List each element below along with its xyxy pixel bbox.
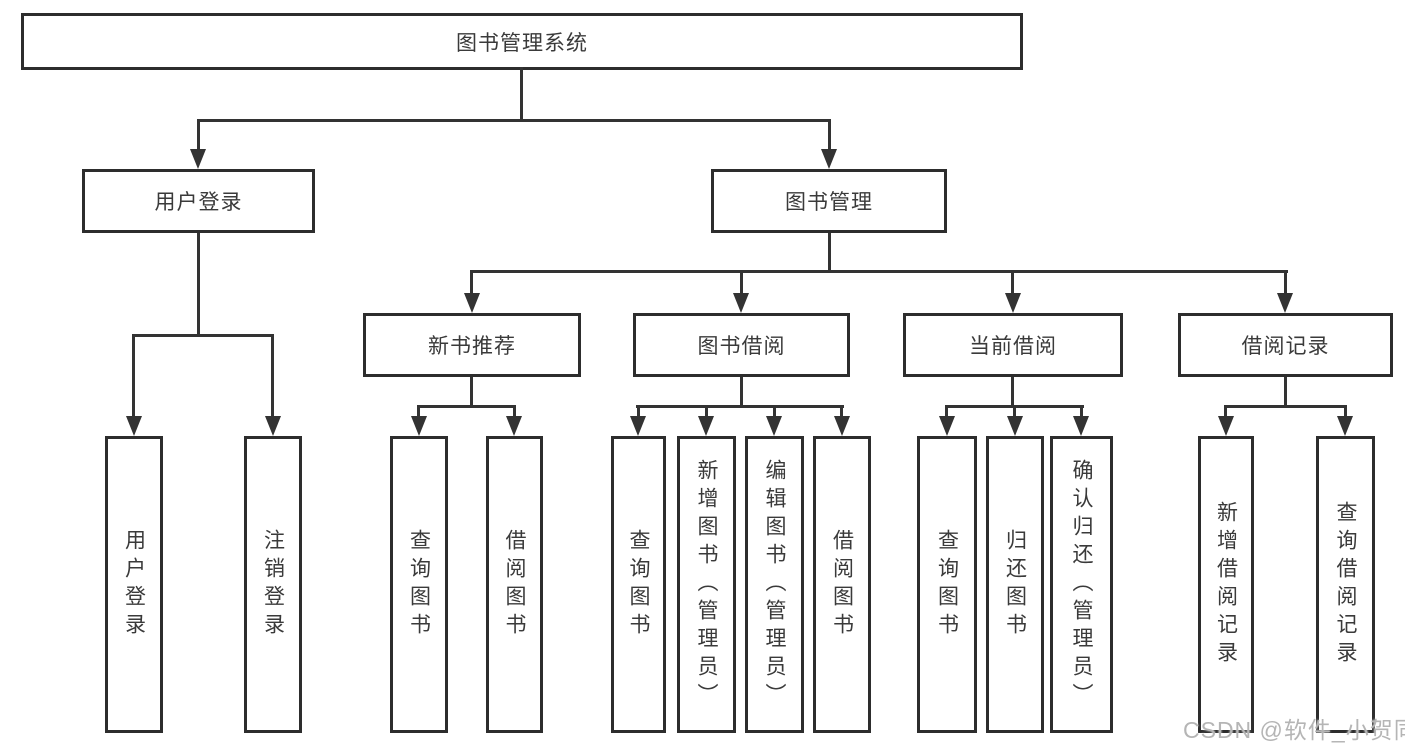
- connector-drop: [1284, 270, 1287, 295]
- leaf-label: 查询借阅记录: [1334, 500, 1358, 669]
- connector-borrow-records-stub: [1284, 377, 1287, 407]
- node-user-login: 用户登录: [82, 169, 315, 233]
- node-library-management-system: 图书管理系统: [21, 13, 1023, 70]
- node-label: 用户登录: [154, 191, 243, 214]
- connector-drop: [271, 334, 274, 418]
- node-label: 借阅记录: [1241, 335, 1330, 358]
- arrowhead-book-management: [821, 149, 837, 169]
- connector-book-borrow-bar: [636, 405, 844, 408]
- arrowhead-new-book-recommend: [464, 293, 480, 313]
- connector-drop: [1224, 405, 1227, 418]
- connector-drop: [1344, 405, 1347, 418]
- leaf-edit-books-admin: 编辑图书（管理员）: [745, 436, 804, 733]
- arrowhead-leaf: [506, 416, 522, 436]
- connector-root-drop-left: [197, 119, 200, 151]
- arrowhead-leaf-logout: [265, 416, 281, 436]
- arrowhead-leaf: [1337, 416, 1353, 436]
- leaf-label: 归还图书: [1003, 528, 1027, 641]
- leaf-user-login: 用户登录: [105, 436, 163, 733]
- connector-new-book-stub: [470, 377, 473, 407]
- leaf-query-books-borrow: 查询图书: [611, 436, 666, 733]
- leaf-borrow-books: 借阅图书: [813, 436, 871, 733]
- leaf-borrow-books-recommend: 借阅图书: [486, 436, 543, 733]
- connector-drop: [1011, 270, 1014, 295]
- connector-borrow-records-bar: [1224, 405, 1347, 408]
- leaf-label: 查询图书: [627, 528, 651, 641]
- leaf-label: 注销登录: [261, 528, 285, 641]
- connector-drop: [513, 405, 516, 418]
- arrowhead-user-login: [190, 149, 206, 169]
- leaf-add-borrow-record: 新增借阅记录: [1198, 436, 1254, 733]
- connector-drop: [740, 270, 743, 295]
- connector-drop: [705, 405, 708, 418]
- leaf-label: 编辑图书（管理员）: [763, 458, 787, 711]
- connector-new-book-bar: [417, 405, 516, 408]
- leaf-label: 查询图书: [935, 528, 959, 641]
- leaf-label: 借阅图书: [503, 528, 527, 641]
- node-current-borrow: 当前借阅: [903, 313, 1123, 377]
- arrowhead-leaf: [766, 416, 782, 436]
- arrowhead-leaf: [1218, 416, 1234, 436]
- leaf-add-books-admin: 新增图书（管理员）: [677, 436, 736, 733]
- node-label: 图书借阅: [697, 335, 786, 358]
- connector-drop: [1013, 405, 1016, 418]
- connector-drop: [773, 405, 776, 418]
- connector-root-drop-right: [828, 119, 831, 151]
- node-new-book-recommend: 新书推荐: [363, 313, 581, 377]
- connector-drop: [417, 405, 420, 418]
- arrowhead-leaf: [939, 416, 955, 436]
- connector-drop: [470, 270, 473, 295]
- node-label: 新书推荐: [428, 335, 516, 358]
- arrowhead-book-borrow: [733, 293, 749, 313]
- connector-drop: [1080, 405, 1083, 418]
- connector-root-stub: [520, 67, 523, 120]
- node-book-management: 图书管理: [711, 169, 947, 233]
- leaf-return-books: 归还图书: [986, 436, 1044, 733]
- connector-drop: [132, 334, 135, 418]
- connector-user-login-bar: [132, 334, 274, 337]
- connector-book-mgmt-bar: [471, 270, 1288, 273]
- arrowhead-leaf: [1073, 416, 1089, 436]
- leaf-query-books-current: 查询图书: [917, 436, 977, 733]
- leaf-logout-login: 注销登录: [244, 436, 302, 733]
- leaf-query-books-recommend: 查询图书: [390, 436, 448, 733]
- connector-drop: [840, 405, 843, 418]
- arrowhead-leaf: [630, 416, 646, 436]
- node-borrow-records: 借阅记录: [1178, 313, 1393, 377]
- arrowhead-borrow-records: [1277, 293, 1293, 313]
- connector-book-borrow-stub: [740, 377, 743, 407]
- node-label: 图书管理: [785, 191, 873, 214]
- connector-root-bar: [197, 119, 831, 122]
- leaf-confirm-return-admin: 确认归还（管理员）: [1050, 436, 1113, 733]
- node-book-borrow: 图书借阅: [633, 313, 850, 377]
- connector-book-mgmt-stub: [828, 233, 831, 272]
- leaf-label: 确认归还（管理员）: [1070, 458, 1094, 711]
- connector-user-login-stub: [197, 233, 200, 336]
- node-label: 图书管理系统: [456, 31, 588, 55]
- leaf-label: 借阅图书: [830, 528, 854, 641]
- arrowhead-leaf: [698, 416, 714, 436]
- arrowhead-leaf: [1007, 416, 1023, 436]
- arrowhead-leaf-user-login: [126, 416, 142, 436]
- leaf-label: 用户登录: [122, 528, 146, 641]
- csdn-watermark: CSDN @软件_小贺同学: [1183, 717, 1405, 743]
- connector-current-borrow-stub: [1011, 377, 1014, 407]
- leaf-query-borrow-record: 查询借阅记录: [1316, 436, 1375, 733]
- arrowhead-leaf: [834, 416, 850, 436]
- node-label: 当前借阅: [969, 335, 1057, 358]
- leaf-label: 查询图书: [407, 528, 431, 641]
- arrowhead-current-borrow: [1005, 293, 1021, 313]
- connector-drop: [945, 405, 948, 418]
- leaf-label: 新增图书（管理员）: [695, 458, 719, 711]
- connector-drop: [637, 405, 640, 418]
- arrowhead-leaf: [411, 416, 427, 436]
- leaf-label: 新增借阅记录: [1214, 500, 1238, 669]
